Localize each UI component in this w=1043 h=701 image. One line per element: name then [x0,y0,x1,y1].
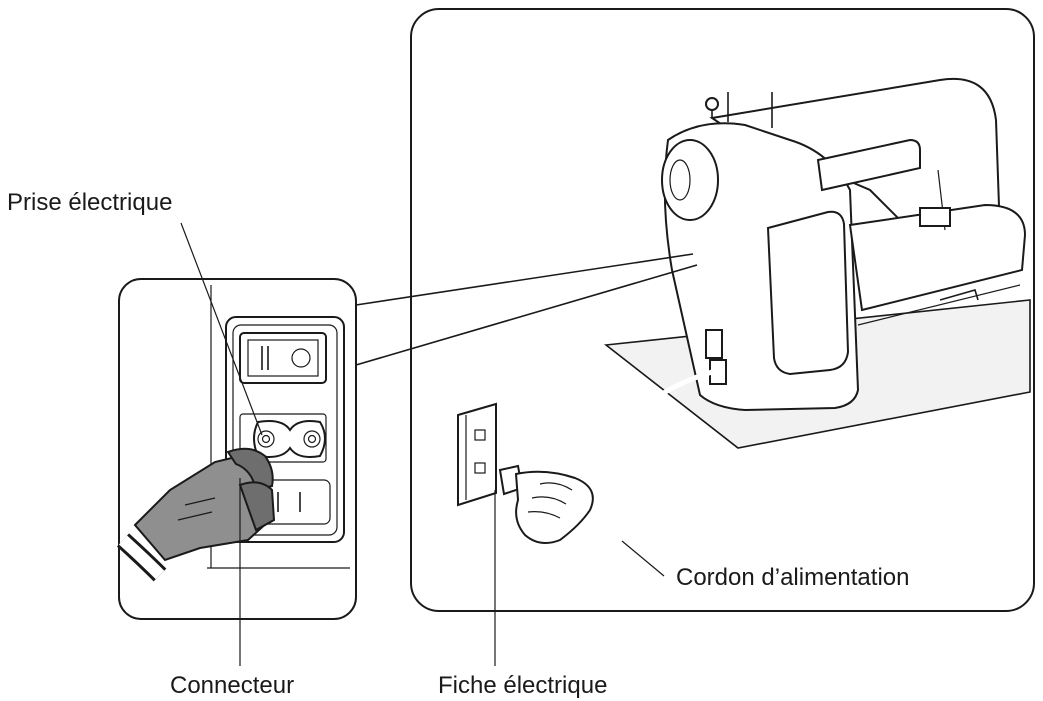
callout-line [355,253,694,306]
label-plug: Fiche électrique [438,672,607,699]
sewing-machine-icon [661,77,1027,412]
label-connector: Connecteur [170,672,294,699]
label-power-cord: Cordon d’alimentation [676,564,909,591]
leader-line-power-cord [621,540,665,577]
leader-line-power-socket [180,222,263,436]
hand-icon [498,464,594,545]
wall-outlet-icon [457,402,497,507]
connector-plug-icon [116,447,276,582]
power-switch-icon [239,332,327,384]
callout-line [355,264,698,366]
label-power-socket: Prise électrique [7,189,172,216]
